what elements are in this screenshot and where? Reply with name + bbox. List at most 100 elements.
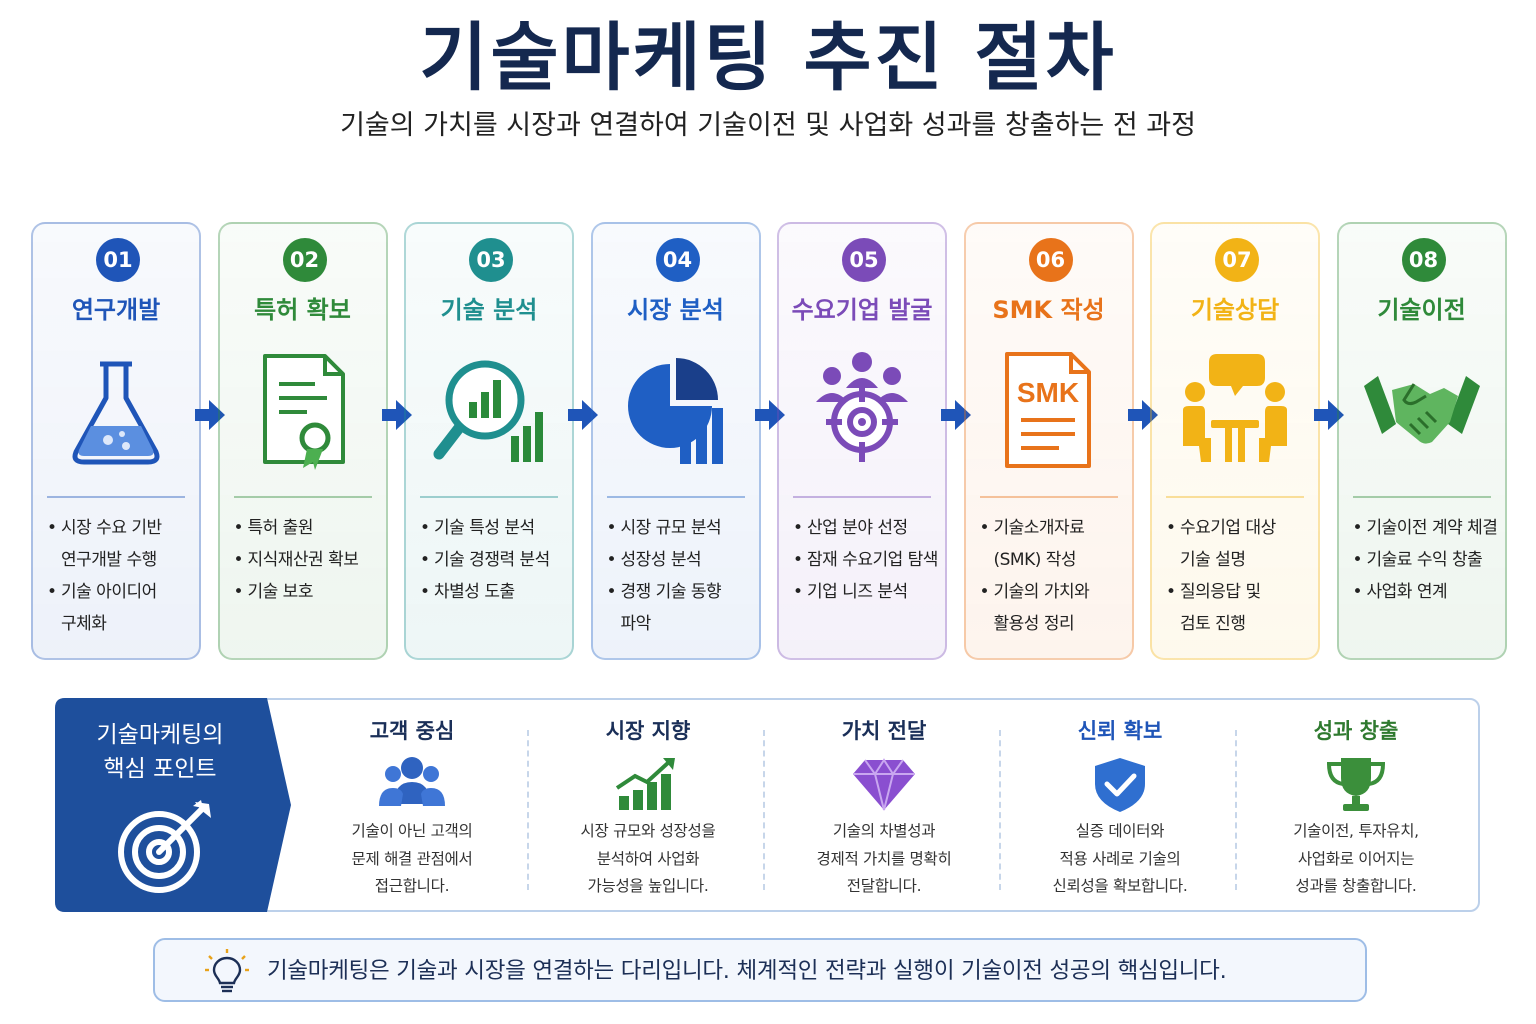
key-point-title: 가치 전달 [841,719,927,743]
lightbulb-icon [205,949,249,993]
step-bullet: 기술 보호 [232,576,384,608]
step-title: 기술 분석 [440,296,538,324]
step-bullet: 잠재 수요기업 탐색 [791,544,943,576]
trophy-icon [1326,758,1386,811]
arrow-right-icon [195,400,225,430]
key-point-description: 기술이 아닌 고객의 문제 해결 관점에서 접근합니다. [351,822,473,895]
step-card-04: 04 시장 분석 시장 규모 분석성장성 분석경쟁 기술 동향 파악 [590,222,761,660]
patent-certificate-icon [262,354,345,470]
svg-text:SMK: SMK [1016,377,1078,408]
key-point: 고객 중심 기술이 아닌 고객의 문제 해결 관점에서 접근합니다. [297,700,527,910]
key-point: 성과 창출 기술이전, 투자유치, 사업화로 이어지는 성과를 창출합니다. [1241,700,1471,910]
key-point: 가치 전달 기술의 차별성과 경제적 가치를 명확히 전달합니다. [769,700,999,910]
step-bullets: 수요기업 대상 기술 설명질의응답 및 검토 진행 [1164,512,1316,640]
step-title: 시장 분석 [627,296,724,324]
step-title: 특허 확보 [254,296,351,324]
step-bullet: 특허 출원 [232,512,384,544]
step-card-07: 07 기술상담 수요기업 대상 기술 설명질의응답 및 검토 진행 [1150,222,1320,660]
diamond-icon [853,758,915,811]
step-number-badge: 08 [1401,238,1446,282]
pie-chart-icon [627,358,723,464]
step-bullet: 산업 분야 선정 [791,512,943,544]
step-number-badge: 05 [842,238,886,282]
step-bullet: 기술 경쟁력 분석 [418,544,570,576]
key-point-title: 고객 중심 [369,719,455,743]
people-icon [379,757,445,806]
key-point-description: 실증 데이터와 적용 사례로 기술의 신뢰성을 확보합니다. [1052,822,1188,895]
key-point-title: 성과 창출 [1313,719,1399,743]
step-bullets: 시장 수요 기반 연구개발 수행기술 아이디어 구체화 [45,512,197,640]
key-points-panel: 기술마케팅의 핵심 포인트 고객 중심 기술이 아닌 고객의 문제 해결 관점에… [55,698,1480,912]
flask-icon [72,361,160,465]
step-card-03: 03 기술 분석 기술 특성 분석기술 경쟁력 분석차별성 도출 [404,222,574,660]
key-points-header-bg [55,698,291,912]
key-points-header: 기술마케팅의 핵심 포인트 [55,698,295,912]
step-bullets: 산업 분야 선정잠재 수요기업 탐색기업 니즈 분석 [791,512,943,608]
key-point-description: 기술의 차별성과 경제적 가치를 명확히 전달합니다. [816,822,952,895]
step-bullet: 기술소개자료 (SMK) 작성 [978,512,1130,576]
page-title: 기술마케팅 추진 절차 [419,15,1117,101]
key-point-separator [1235,730,1237,890]
step-title: 연구개발 [71,296,161,324]
step-bullet: 기업 니즈 분석 [791,576,943,608]
step-bullet: 차별성 도출 [418,576,570,608]
step-bullet: 성장성 분석 [605,544,757,576]
step-divider [420,496,558,498]
target-people-icon [816,352,908,462]
smk-document-icon: SMK [1004,352,1091,468]
step-bullet: 기술 특성 분석 [418,512,570,544]
arrow-right-icon [1127,400,1158,430]
step-divider [606,496,745,498]
step-number-badge: 03 [469,238,513,282]
step-divider [47,496,185,498]
key-point-title: 신뢰 확보 [1077,719,1163,743]
arrow-right-icon [568,400,598,430]
step-divider [979,496,1118,498]
step-bullets: 시장 규모 분석성장성 분석경쟁 기술 동향 파악 [605,512,757,640]
arrow-right-icon [754,400,785,430]
step-divider [1352,496,1491,498]
summary-note-text: 기술마케팅은 기술과 시장을 연결하는 다리입니다. 체계적인 전략과 실행이 … [267,958,1227,984]
key-point: 시장 지향 시장 규모와 성장성을 분석하여 사업화 가능성을 높입니다. [533,700,763,910]
key-point-separator [763,730,765,890]
step-card-05: 05 수요기업 발굴 산업 분야 선정잠재 수요기업 탐색기업 니즈 분석 [777,222,947,660]
key-point: 신뢰 확보 실증 데이터와 적용 사례로 기술의 신뢰성을 확보합니다. [1005,700,1235,910]
step-bullet: 사업화 연계 [1351,576,1503,608]
arrow-right-icon [1314,400,1344,430]
step-bullet: 기술 아이디어 구체화 [45,576,197,640]
key-point-separator [527,730,529,890]
step-number-badge: 04 [655,238,700,282]
step-number-badge: 02 [282,238,327,282]
step-bullet: 수요기업 대상 기술 설명 [1164,512,1316,576]
step-bullet: 지식재산권 확보 [232,544,384,576]
summary-note: 기술마케팅은 기술과 시장을 연결하는 다리입니다. 체계적인 전략과 실행이 … [153,938,1367,1002]
step-bullets: 기술 특성 분석기술 경쟁력 분석차별성 도출 [418,512,570,608]
step-card-02: 02 특허 확보 특허 출원지식재산권 확보기술 보호 [217,222,388,660]
step-title: 기술이전 [1377,296,1466,324]
step-bullet: 기술의 가치와 활용성 정리 [978,576,1130,640]
step-bullets: 기술이전 계약 체결기술료 수익 창출사업화 연계 [1351,512,1503,608]
handshake-icon [1363,376,1480,444]
page-subtitle: 기술의 가치를 시장과 연결하여 기술이전 및 사업화 성과를 창출하는 전 과… [340,110,1196,141]
growth-chart-icon [615,758,675,810]
magnifier-chart-icon [433,360,543,462]
step-divider [793,496,931,498]
step-bullet: 시장 규모 분석 [605,512,757,544]
step-bullets: 기술소개자료 (SMK) 작성기술의 가치와 활용성 정리 [978,512,1130,640]
step-number-badge: 07 [1215,238,1259,282]
key-point-description: 시장 규모와 성장성을 분석하여 사업화 가능성을 높입니다. [580,822,716,895]
step-title: SMK 작성 [992,296,1105,324]
target-arrow-icon [118,800,211,893]
step-title: 수요기업 발굴 [791,296,933,324]
arrow-right-icon [941,400,971,430]
key-point-title: 시장 지향 [605,719,691,743]
shield-check-icon [1095,758,1145,812]
arrow-right-icon [381,400,412,430]
step-divider [1166,496,1304,498]
step-number-badge: 06 [1028,238,1073,282]
step-bullet: 질의응답 및 검토 진행 [1164,576,1316,640]
step-title: 기술상담 [1190,296,1280,324]
